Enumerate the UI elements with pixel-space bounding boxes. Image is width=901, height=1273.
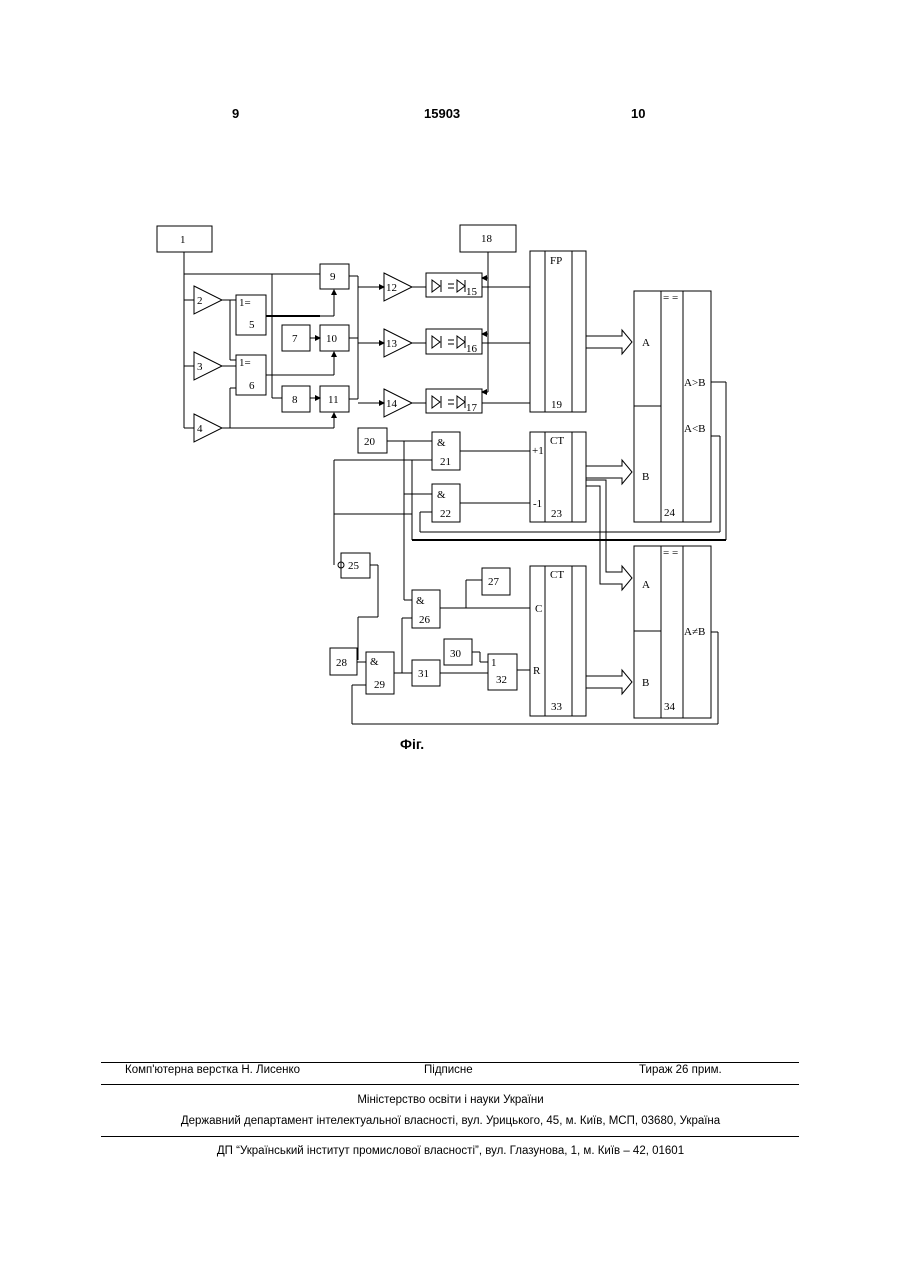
label-fp: FP <box>550 255 562 267</box>
label-ct-23: CT <box>550 435 564 447</box>
ministry-line: Міністерство освіти і науки України <box>0 1094 901 1106</box>
label-c: C <box>535 603 542 615</box>
institute-line: ДП “Український інститут промислової вла… <box>0 1145 901 1157</box>
label-25: 25 <box>348 560 360 572</box>
footer-rule-bottom <box>101 1136 799 1137</box>
label-31: 31 <box>418 668 429 680</box>
label-10: 10 <box>326 333 338 345</box>
footer-rule-top <box>101 1062 799 1063</box>
label-1: 1 <box>180 234 186 246</box>
label-16: 16 <box>466 343 478 355</box>
label-9: 9 <box>330 271 336 283</box>
label-27: 27 <box>488 576 500 588</box>
label-6: 6 <box>249 380 255 392</box>
label-32: 32 <box>496 674 507 686</box>
signed-note: Підписне <box>424 1064 473 1076</box>
label-24: 24 <box>664 507 676 519</box>
label-a-lt-b: A<B <box>684 423 705 435</box>
label-and-22: & <box>437 489 446 501</box>
label-b-24: B <box>642 471 649 483</box>
label-2: 2 <box>197 295 203 307</box>
label-28: 28 <box>336 657 348 669</box>
label-19: 19 <box>551 399 563 411</box>
label-and-21: & <box>437 437 446 449</box>
label-23: 23 <box>551 508 563 520</box>
register-19 <box>530 251 586 412</box>
label-8: 8 <box>292 394 298 406</box>
label-r: R <box>533 665 541 677</box>
label-5: 5 <box>249 319 255 331</box>
label-and-26: & <box>416 595 425 607</box>
label-ct-33: CT <box>550 569 564 581</box>
label-17: 17 <box>466 402 478 414</box>
label-a-ne-b: A≠B <box>684 626 705 638</box>
bus-arrow <box>586 480 632 590</box>
label-30: 30 <box>450 648 462 660</box>
label-a-gt-b: A>B <box>684 377 705 389</box>
counter-33 <box>530 566 586 716</box>
label-22: 22 <box>440 508 451 520</box>
label-minus1: -1 <box>533 498 542 510</box>
label-cmp-34: = = <box>663 547 678 559</box>
label-7: 7 <box>292 333 298 345</box>
label-13: 13 <box>386 338 398 350</box>
bus-arrow <box>586 670 632 694</box>
department-line: Державний департамент інтелектуальної вл… <box>0 1115 901 1127</box>
typesetting-credit: Комп'ютерна верстка Н. Лисенко <box>125 1064 300 1076</box>
label-18: 18 <box>481 233 493 245</box>
figure-caption: Фіг. <box>400 736 424 752</box>
label-11: 11 <box>328 394 339 406</box>
label-and-29: & <box>370 656 379 668</box>
label-b-34: B <box>642 677 649 689</box>
label-33: 33 <box>551 701 563 713</box>
label-29: 29 <box>374 679 386 691</box>
label-3: 3 <box>197 361 203 373</box>
label-cmp-24: = = <box>663 292 678 304</box>
label-or-32: 1 <box>491 657 497 669</box>
bus-arrow <box>586 330 632 354</box>
label-a-24: A <box>642 337 650 349</box>
label-a-34: A <box>642 579 650 591</box>
label-14: 14 <box>386 398 398 410</box>
label-15: 15 <box>466 286 478 298</box>
label-plus1: +1 <box>532 445 544 457</box>
label-34: 34 <box>664 701 676 713</box>
label-xor-6: 1= <box>239 357 251 369</box>
label-20: 20 <box>364 436 376 448</box>
label-26: 26 <box>419 614 431 626</box>
footer-rule-middle <box>101 1084 799 1085</box>
circulation-note: Тираж 26 прим. <box>639 1064 722 1076</box>
label-12: 12 <box>386 282 397 294</box>
label-21: 21 <box>440 456 451 468</box>
label-4: 4 <box>197 423 203 435</box>
label-xor-5: 1= <box>239 297 251 309</box>
